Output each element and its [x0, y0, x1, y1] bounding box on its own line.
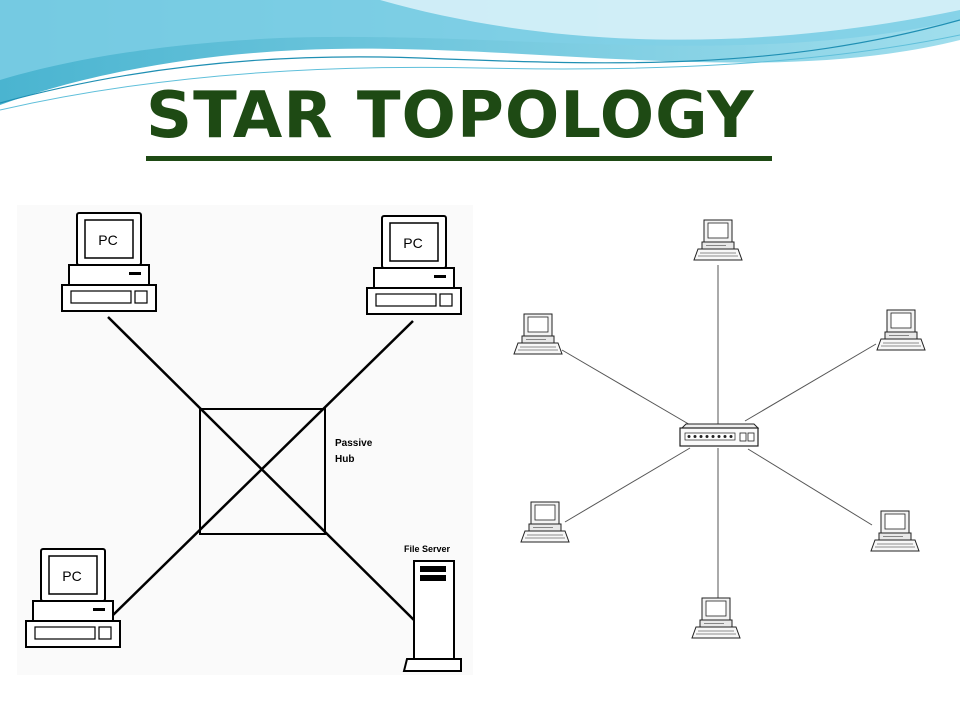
desktop-computer-icon [876, 309, 926, 351]
pc-icon: PC [366, 215, 462, 315]
pc-label: PC [403, 235, 422, 251]
desktop-computer-icon [513, 313, 563, 355]
file-server-icon [402, 560, 462, 672]
cable-line [110, 320, 414, 618]
desktop-computer-icon [870, 510, 920, 552]
pc-label: PC [98, 232, 117, 248]
title-underline [146, 156, 772, 161]
cable-line [107, 316, 421, 627]
slide-title: STAR TOPOLOGY [146, 79, 755, 153]
desktop-computer-icon [693, 219, 743, 261]
hub-label-line1: Passive [335, 438, 373, 449]
desktop-computer-icon [691, 597, 741, 639]
pc-icon: PC [25, 548, 121, 648]
passive-hub-box [199, 408, 326, 535]
file-server-label: File Server [404, 544, 451, 554]
header-banner [0, 0, 960, 111]
pc-label: PC [62, 568, 81, 584]
desktop-computer-icon [520, 501, 570, 543]
pc-icon: PC [61, 212, 157, 312]
hub-label-line2: Hub [335, 454, 354, 465]
network-switch-icon [679, 423, 760, 447]
